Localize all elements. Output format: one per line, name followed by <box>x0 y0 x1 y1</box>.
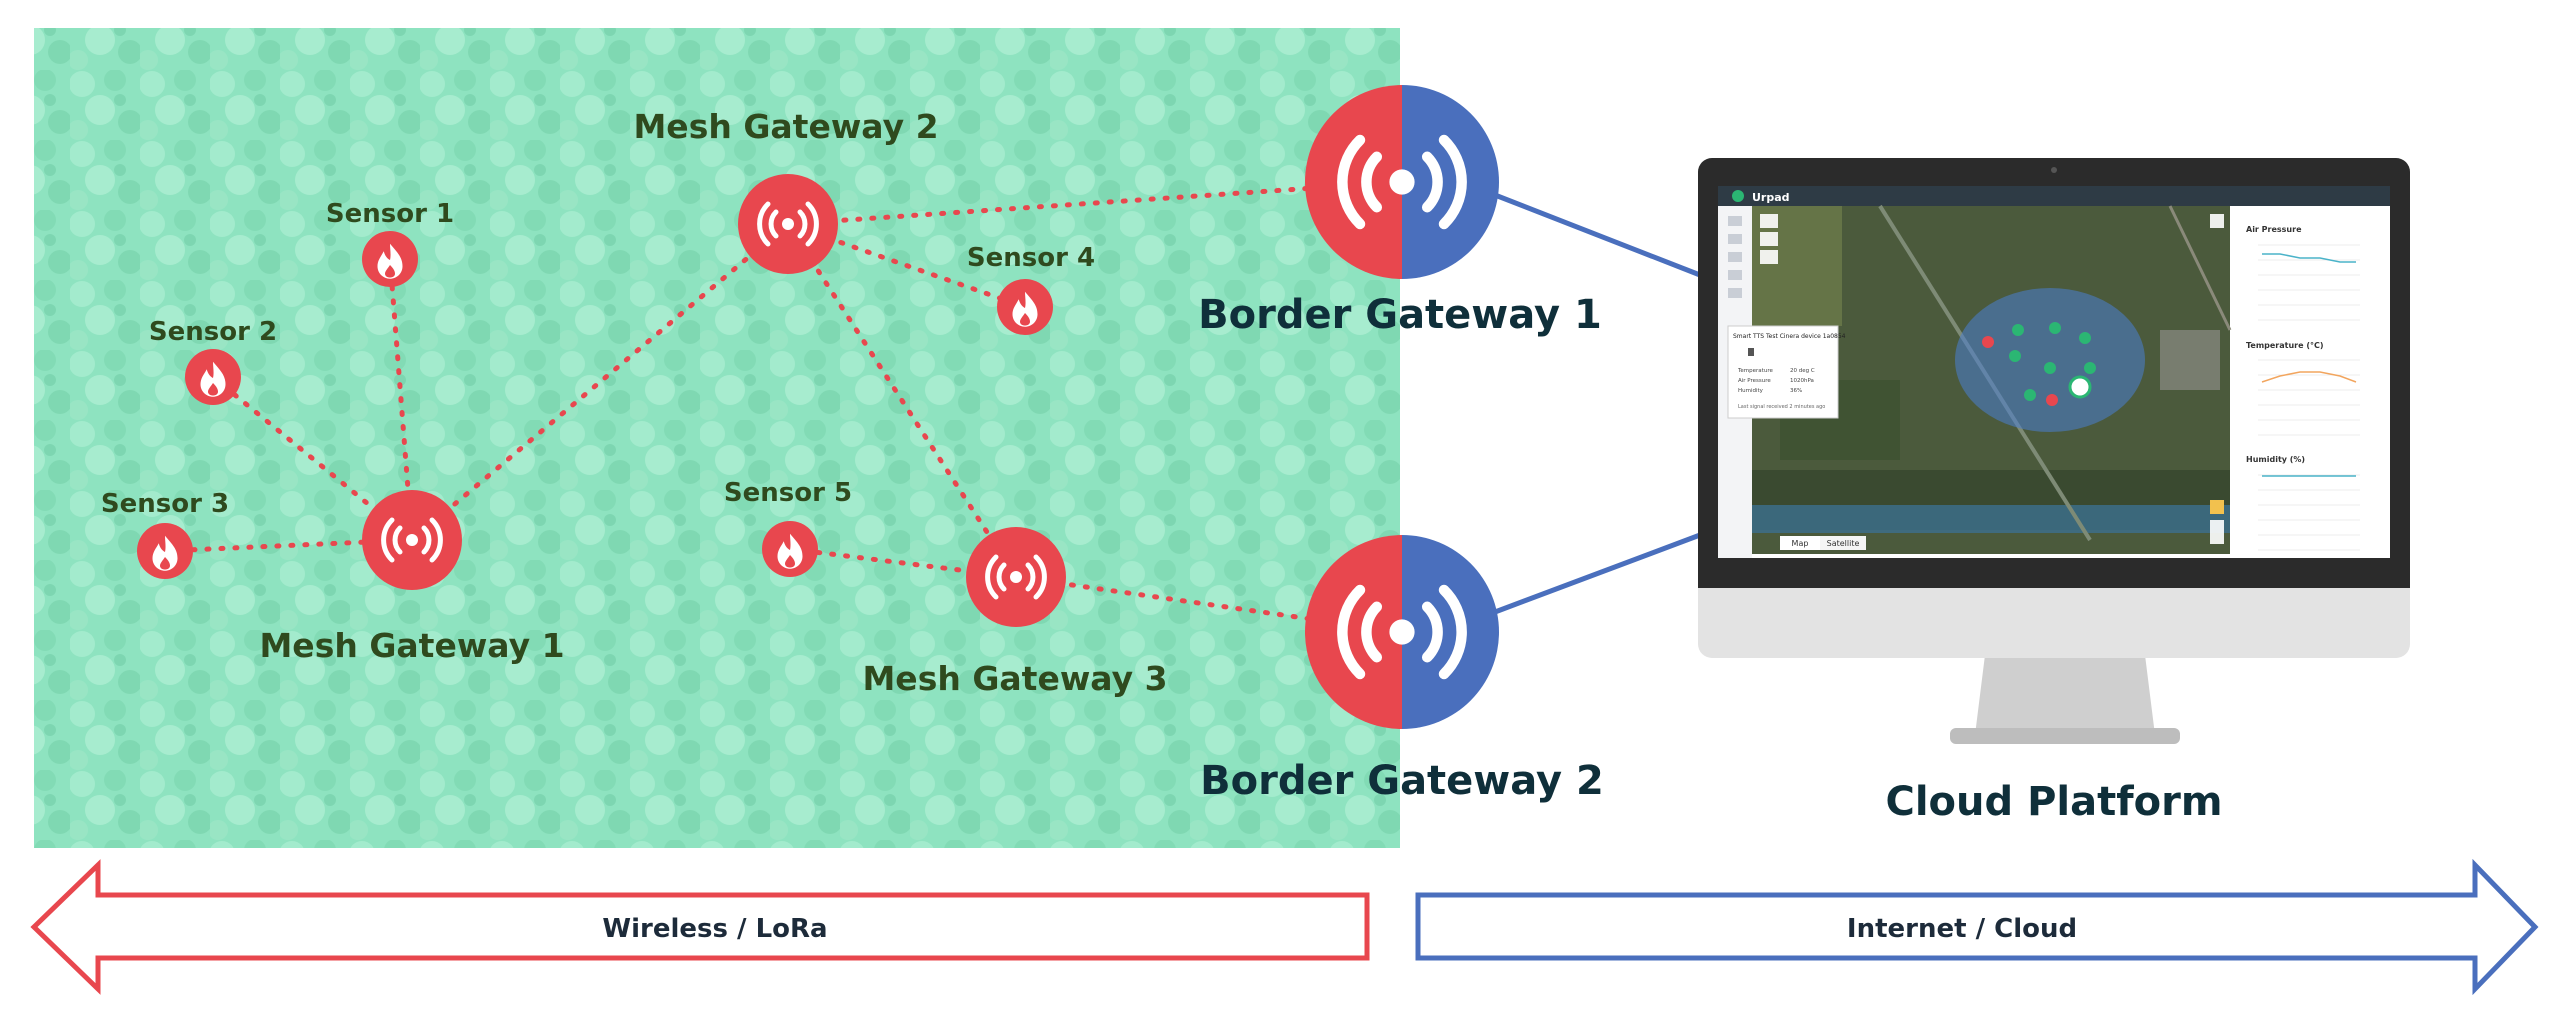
temperature-line <box>2261 371 2357 383</box>
chart-title-humidity: Humidity (%) <box>2246 455 2305 464</box>
network-nodes <box>137 85 1499 729</box>
cloud-platform-label: Cloud Platform <box>1885 779 2222 825</box>
mesh-gateway-2-label: Mesh Gateway 2 <box>633 107 938 146</box>
map-type-map-label: Map <box>1792 539 1809 548</box>
border-gateway-left-half <box>1305 85 1402 279</box>
popup-row-key: Temperature <box>1737 368 1773 374</box>
coverage-zone <box>1955 288 2145 432</box>
chart-title-temperature: Temperature (°C) <box>2246 341 2324 350</box>
popup-row-key: Air Pressure <box>1738 378 1771 384</box>
internet-cloud-label: Internet / Cloud <box>1847 914 2077 944</box>
sensor-node-s2 <box>185 349 241 405</box>
popup-row-key: Humidity <box>1738 388 1764 394</box>
node-labels: Sensor 1 Sensor 2 Sensor 3 Sensor 4 Sens… <box>101 107 2223 825</box>
popup-row-value: 36% <box>1790 388 1802 394</box>
device-info-popup <box>1727 325 1839 419</box>
selected-device-marker[interactable] <box>2068 375 2092 399</box>
chart-title-air-pressure: Air Pressure <box>2246 225 2302 234</box>
forest-background <box>34 28 1400 848</box>
map-zoom-control[interactable] <box>2210 520 2224 544</box>
link-m1-m2 <box>409 221 791 543</box>
map-type-satellite-button[interactable] <box>1820 536 1866 550</box>
mesh-gateway-3-label: Mesh Gateway 3 <box>862 659 1167 698</box>
map-zoom-out-button[interactable] <box>1760 232 1778 246</box>
sensor-3-label: Sensor 3 <box>101 489 229 519</box>
map-type-satellite-label: Satellite <box>1827 539 1860 548</box>
mesh-gateway-node-m2 <box>738 174 838 274</box>
sensor-node-s5 <box>762 521 818 577</box>
popup-row-value: 20 deg C <box>1790 368 1815 374</box>
map-street-view-icon[interactable] <box>2210 500 2224 514</box>
sensor-node-s4 <box>997 279 1053 335</box>
border-gateway-right-half <box>1402 535 1499 729</box>
border-gateway-2-label: Border Gateway 2 <box>1200 758 1604 804</box>
monitor-stand <box>1975 655 2155 735</box>
sensor-node-s1 <box>362 231 418 287</box>
sensor-1-label: Sensor 1 <box>326 199 454 229</box>
sensor-4-label: Sensor 4 <box>967 243 1095 273</box>
popup-row-value: 1020hPa <box>1790 378 1814 384</box>
sensor-2-label: Sensor 2 <box>149 317 277 347</box>
sensor-charts-panel <box>2234 206 2384 554</box>
map-layer-button[interactable] <box>1760 250 1778 264</box>
sensor-circle <box>997 279 1053 335</box>
border-gateway-1-label: Border Gateway 1 <box>1198 292 1602 338</box>
border-gateway-node-b2 <box>1305 535 1499 729</box>
mesh-gateway-1-label: Mesh Gateway 1 <box>259 626 564 665</box>
popup-footer: Last signal received 2 minutes ago <box>1738 404 1825 410</box>
link-m2-b1 <box>785 179 1405 227</box>
cloud-platform-monitor: Urpad Map <box>1698 158 2410 744</box>
border-gateway-right-half <box>1402 85 1499 279</box>
mesh-gateway-node-m3 <box>966 527 1066 627</box>
sensor-circle <box>762 521 818 577</box>
border-gateway-node-b1 <box>1305 85 1499 279</box>
sensor-5-label: Sensor 5 <box>724 478 852 508</box>
sensor-node-s3 <box>137 523 193 579</box>
popup-title: Smart TTS Test Cinera device 1a0854 <box>1733 333 1846 340</box>
border-gateway-left-half <box>1305 535 1402 729</box>
border-gateway-2-cloud-link <box>1494 532 1701 615</box>
link-s1-m1 <box>387 256 415 543</box>
wireless-lora-arrow <box>30 859 1370 995</box>
map-zoom-in-button[interactable] <box>1760 214 1778 228</box>
sensor-circle <box>137 523 193 579</box>
app-title: Urpad <box>1752 191 1790 204</box>
app-header-bar <box>1718 186 2390 206</box>
sensor-circle <box>185 349 241 405</box>
monitor-base <box>1950 728 2180 744</box>
wireless-lora-label: Wireless / LoRa <box>602 914 827 944</box>
border-gateway-1-cloud-link <box>1494 192 1701 278</box>
link-s3-m1 <box>162 537 415 554</box>
link-m2-m3 <box>785 221 1019 580</box>
map-fullscreen-button[interactable] <box>2210 214 2224 228</box>
map-river <box>1752 505 2230 533</box>
app-logo-icon <box>1732 190 1744 202</box>
mesh-gateway-node-m1 <box>362 490 462 590</box>
sensor-circle <box>362 231 418 287</box>
link-s5-m3 <box>787 546 1019 580</box>
air-pressure-line <box>2262 253 2356 263</box>
map-type-map-button[interactable] <box>1780 536 1820 550</box>
device-icon <box>1748 348 1754 356</box>
internet-cloud-arrow <box>1415 858 2539 996</box>
